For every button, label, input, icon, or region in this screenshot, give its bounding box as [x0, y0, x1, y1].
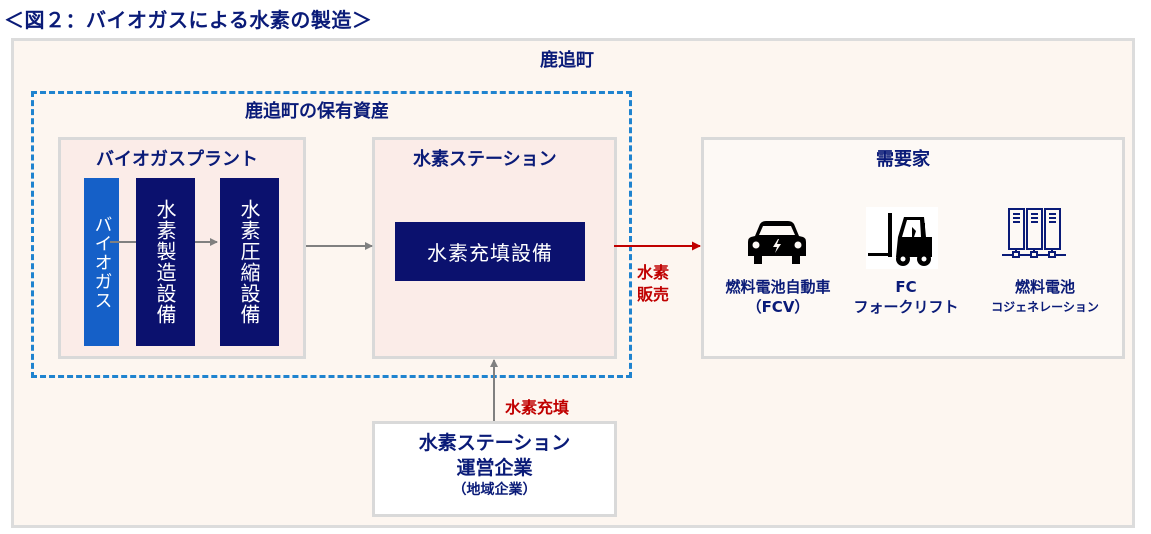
figure-title: ＜図２：バイオガスによる水素の製造＞ [4, 8, 373, 32]
customer-forklift-line1: FC [895, 278, 917, 296]
customer-forklift: FC フォークリフト [846, 277, 966, 317]
forklift-icon [866, 207, 938, 269]
operator-line3: （地域企業） [452, 482, 537, 498]
hydrogen-sale-label: 水素 販売 [637, 262, 673, 306]
customer-fcv-line2: （FCV） [746, 298, 810, 316]
hydrogen-sale-text: 水素 販売 [637, 263, 670, 304]
town-title: 鹿追町 [540, 50, 594, 71]
biogas-plant-title: バイオガスプラント [96, 149, 258, 170]
fuel-cell-icon [1002, 208, 1066, 258]
customer-cogeneration-line2: コジェネレーション [991, 300, 1099, 314]
customer-forklift-line2: フォークリフト [853, 298, 959, 316]
operator-line1: 水素ステーション [418, 432, 571, 454]
hydrogen-fill-label: 水素充填 [505, 398, 570, 417]
customer-cogeneration-line1: 燃料電池 [1014, 278, 1075, 296]
hydrogen-station-title: 水素ステーション [413, 149, 557, 170]
station-operator-box: 水素ステーション 運営企業 （地域企業） [372, 421, 617, 517]
biogas-box: バイオガス [84, 178, 119, 346]
hydrogen-compression-box: 水素圧縮設備 [220, 178, 279, 346]
customer-fcv-line1: 燃料電池自動車 [725, 278, 831, 296]
operator-line2: 運営企業 [456, 457, 533, 479]
hydrogen-production-box: 水素製造設備 [136, 178, 195, 346]
demand-title: 需要家 [876, 149, 930, 170]
car-icon [748, 221, 806, 264]
customer-cogeneration: 燃料電池 コジェネレーション [975, 277, 1115, 317]
hydrogen-filling-equipment-box: 水素充填設備 [395, 222, 585, 281]
customer-fcv: 燃料電池自動車 （FCV） [712, 277, 844, 317]
owned-assets-title: 鹿追町の保有資産 [245, 101, 389, 122]
owned-assets-boundary [31, 91, 632, 378]
